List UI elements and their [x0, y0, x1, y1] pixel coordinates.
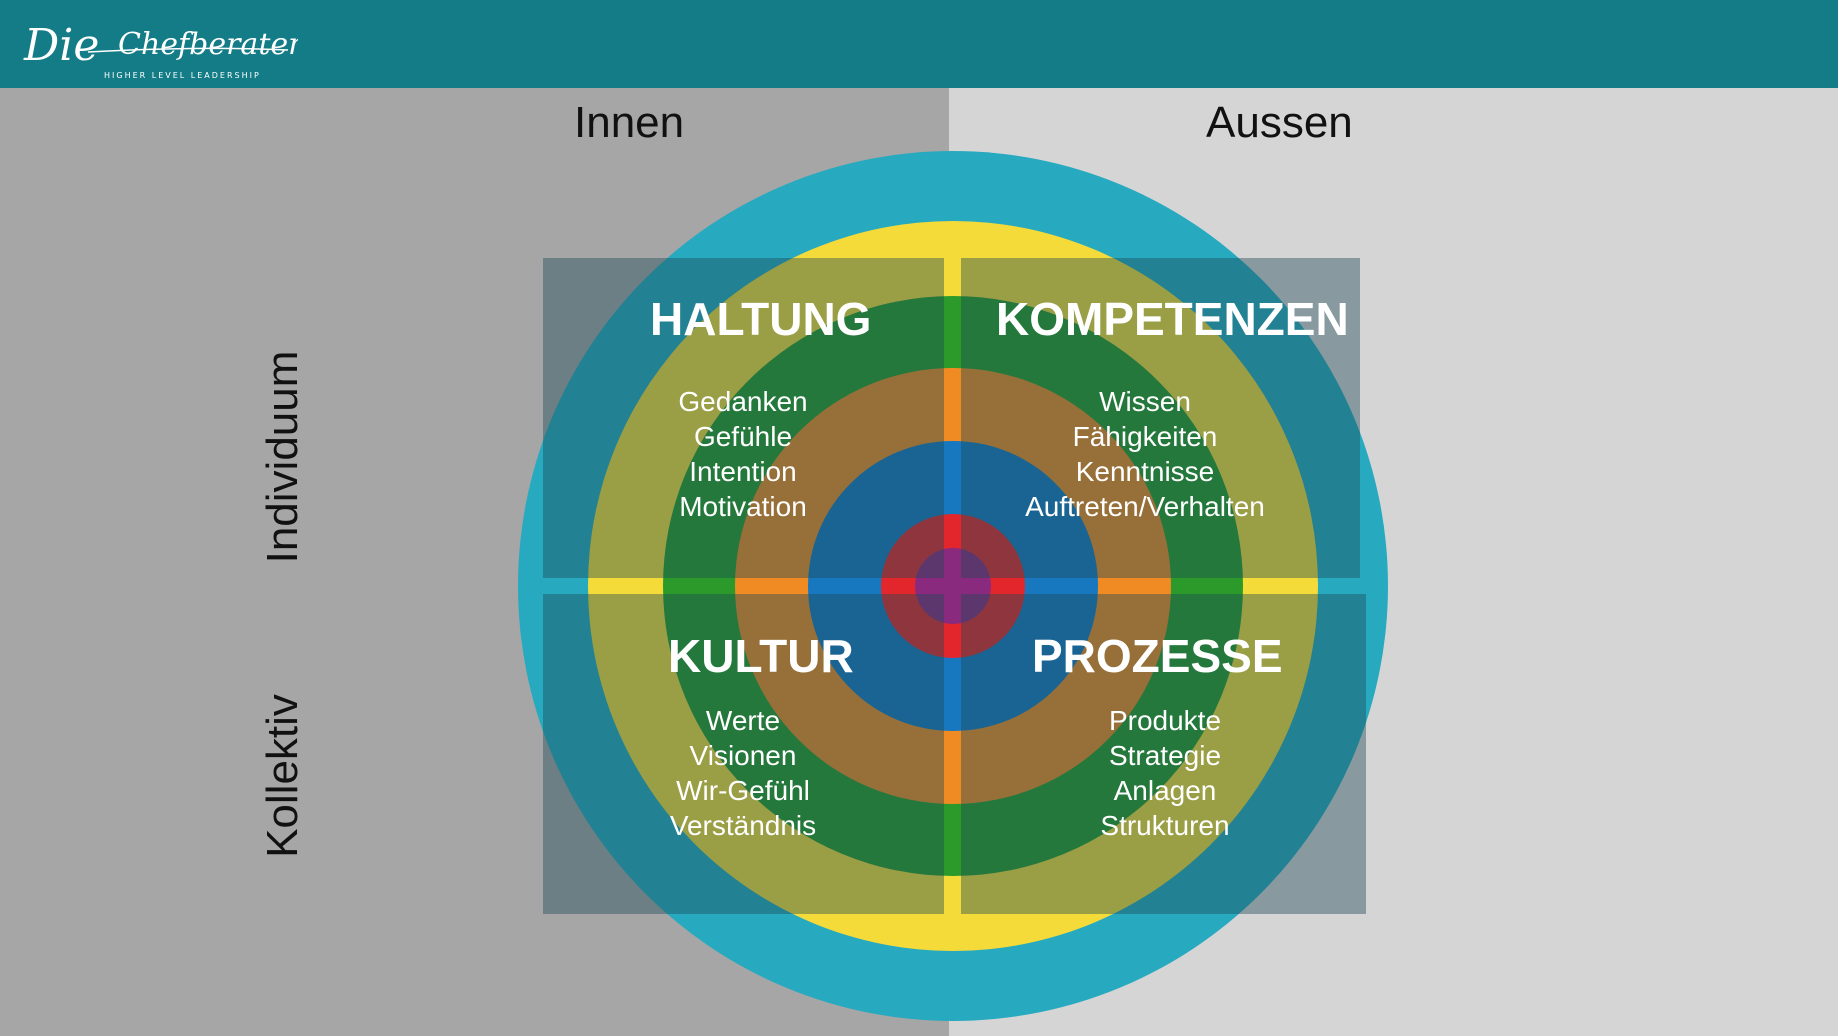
- svg-text:HIGHER LEVEL LEADERSHIP: HIGHER LEVEL LEADERSHIP: [104, 71, 261, 80]
- list-item: Strategie: [1108, 740, 1222, 771]
- list-item: Fähigkeiten: [1072, 421, 1218, 452]
- quadrant-list-haltung: Gedanken Gefühle Intention Motivation: [663, 384, 823, 524]
- list-item: Kenntnisse: [1075, 456, 1215, 487]
- panel-prozesse: [961, 594, 1366, 914]
- column-heading-innen: Innen: [574, 98, 685, 147]
- list-item: Wir-Gefühl: [676, 775, 810, 806]
- list-item: Strukturen: [1100, 810, 1230, 841]
- list-item: Anlagen: [1113, 775, 1217, 806]
- panel-kompetenzen: [961, 258, 1360, 578]
- list-item: Visionen: [689, 740, 797, 771]
- list-item: Wissen: [1099, 386, 1191, 417]
- svg-text:Die: Die: [23, 20, 99, 71]
- quadrant-list-prozesse: Produkte Strategie Anlagen Strukturen: [1085, 703, 1245, 843]
- list-item: Produkte: [1108, 705, 1222, 736]
- list-item: Gedanken: [678, 386, 808, 417]
- list-item: Verständnis: [669, 810, 817, 841]
- quadrant-list-kultur: Werte Visionen Wir-Gefühl Verständnis: [658, 703, 828, 843]
- list-item: Motivation: [679, 491, 807, 522]
- column-heading-aussen: Aussen: [1206, 98, 1353, 147]
- svg-text:Chefberater: Chefberater: [118, 27, 298, 62]
- quadrant-title-prozesse: PROZESSE: [1032, 630, 1283, 682]
- panel-haltung: [543, 258, 944, 578]
- quadrant-title-kultur: KULTUR: [668, 630, 854, 682]
- list-item: Werte: [705, 705, 781, 736]
- quadrant-list-kompetenzen: Wissen Fähigkeiten Kenntnisse Auftreten/…: [1010, 384, 1280, 524]
- list-item: Auftreten/Verhalten: [1025, 491, 1265, 522]
- chefberater-logo: Die Chefberater HIGHER LEVEL LEADERSHIP: [23, 20, 298, 80]
- ring-center: [915, 548, 991, 624]
- quadrant-title-kompetenzen: KOMPETENZEN: [996, 293, 1349, 345]
- panel-kultur: [543, 594, 944, 914]
- list-item: Gefühle: [693, 421, 793, 452]
- list-item: Intention: [689, 456, 797, 487]
- quadrant-title-haltung: HALTUNG: [650, 293, 872, 345]
- header-bar: Die Chefberater HIGHER LEVEL LEADERSHIP: [0, 0, 1838, 88]
